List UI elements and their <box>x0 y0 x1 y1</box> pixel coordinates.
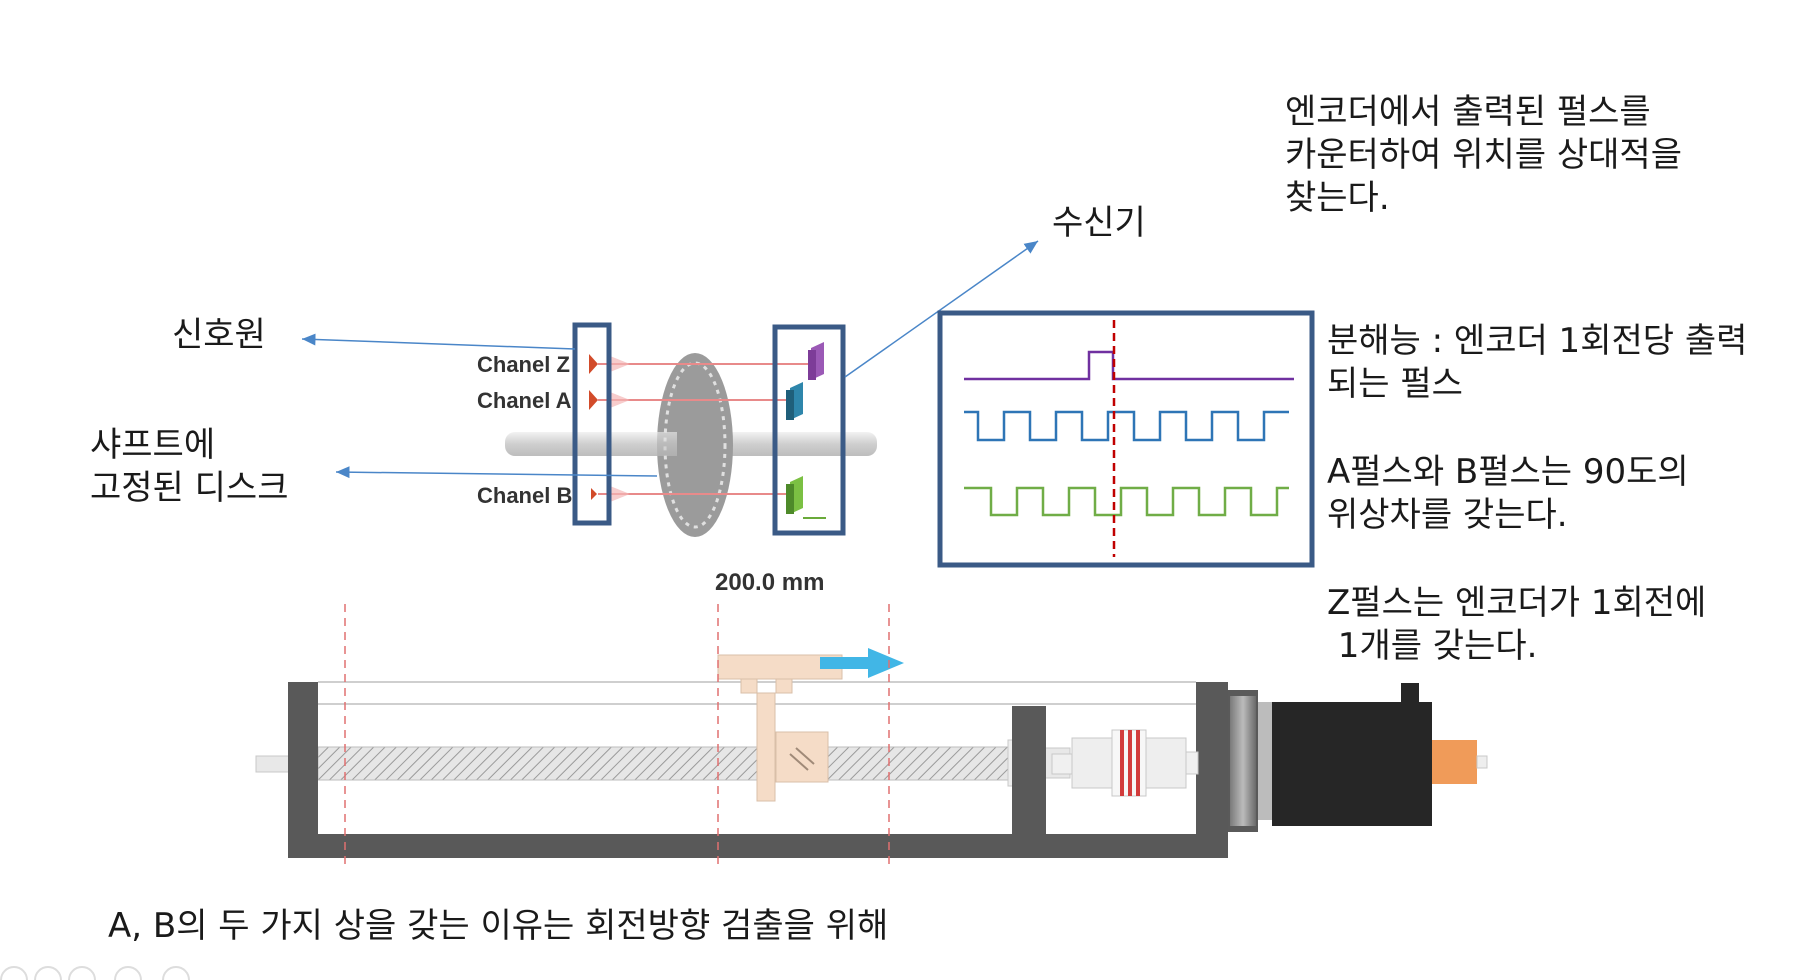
receiver-box <box>772 324 846 536</box>
z-signal-wave <box>964 350 1294 381</box>
servo-motor <box>1228 683 1488 832</box>
chanel-b-label: Chanel B <box>477 483 573 508</box>
chanel-z-label: Chanel Z <box>477 352 570 377</box>
signal-source-arrow <box>301 333 576 350</box>
b-signal-wave <box>964 486 1289 517</box>
receiver-a <box>786 382 803 420</box>
phase-note-line2: 위상차를 갖는다. <box>1327 495 1568 535</box>
disk-arrow <box>335 466 658 479</box>
encoder-disk-assembly <box>505 322 877 537</box>
receiver-z <box>808 342 824 380</box>
distance-label: 200.0 mm <box>715 569 825 596</box>
emitter-a <box>589 390 598 410</box>
counter-note-line1: 엔코더에서 출력된 펄스를 <box>1285 92 1651 132</box>
counter-note-line3: 찾는다. <box>1285 178 1390 218</box>
z-pulse-note-line2: 1개를 갖는다. <box>1327 626 1538 666</box>
emitter-b <box>591 488 597 500</box>
slide-controls[interactable] <box>0 966 190 980</box>
a-signal-wave <box>964 410 1289 442</box>
motion-arrow <box>820 648 904 678</box>
resolution-note-line2: 되는 펄스 <box>1327 364 1463 404</box>
disk-label-line2: 고정된 디스크 <box>90 468 289 508</box>
counter-note-line2: 카운터하여 위치를 상대적을 <box>1285 135 1682 175</box>
ball-screw <box>317 746 1009 781</box>
z-pulse-note-line1: Z펄스는 엔코더가 1회전에 <box>1327 583 1707 623</box>
receiver-label: 수신기 <box>1052 203 1146 243</box>
ball-nut <box>775 731 829 783</box>
direction-note: A, B의 두 가지 상을 갖는 이유는 회전방향 검출을 위해 <box>108 906 889 946</box>
disk-label-line1: 샤프트에 <box>90 425 216 465</box>
receiver-b <box>786 476 826 519</box>
coupling <box>1051 729 1199 797</box>
phase-note-line1: A펄스와 B펄스는 90도의 <box>1327 452 1689 492</box>
signal-source-label: 신호원 <box>172 315 266 355</box>
receiver-arrow <box>844 240 1039 378</box>
waveform-panel <box>937 310 1315 568</box>
emitter-z <box>589 354 598 374</box>
linear-stage <box>255 604 1488 868</box>
resolution-note-line1: 분해능 : 엔코더 1회전당 출력 <box>1327 321 1748 361</box>
chanel-a-label: Chanel A <box>477 388 572 413</box>
signal-source-box <box>572 322 612 526</box>
stage-frame <box>288 682 1228 858</box>
